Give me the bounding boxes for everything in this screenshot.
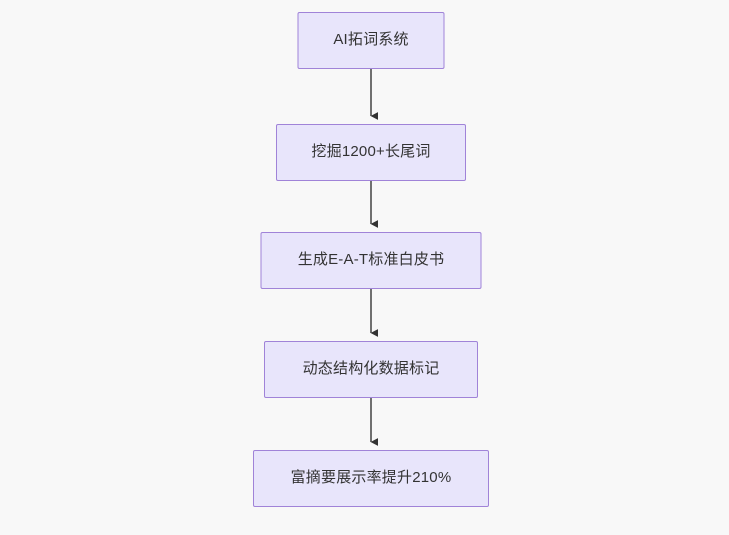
flow-node-label: 动态结构化数据标记 (302, 360, 440, 378)
flow-node-label: 挖掘1200+长尾词 (311, 143, 431, 161)
flow-node-label: AI拓词系统 (333, 31, 409, 49)
flow-node-label: 富摘要展示率提升210% (290, 469, 452, 487)
flow-node-rich-snippet-rate-increase[interactable]: 富摘要展示率提升210% (253, 450, 489, 507)
flow-node-mine-longtail-keywords[interactable]: 挖掘1200+长尾词 (276, 124, 466, 181)
flow-node-dynamic-structured-data-markup[interactable]: 动态结构化数据标记 (264, 341, 478, 398)
flow-node-generate-eat-whitepaper[interactable]: 生成E-A-T标准白皮书 (260, 232, 482, 289)
flow-node-label: 生成E-A-T标准白皮书 (297, 251, 445, 269)
flow-node-ai-keyword-system[interactable]: AI拓词系统 (297, 12, 445, 69)
